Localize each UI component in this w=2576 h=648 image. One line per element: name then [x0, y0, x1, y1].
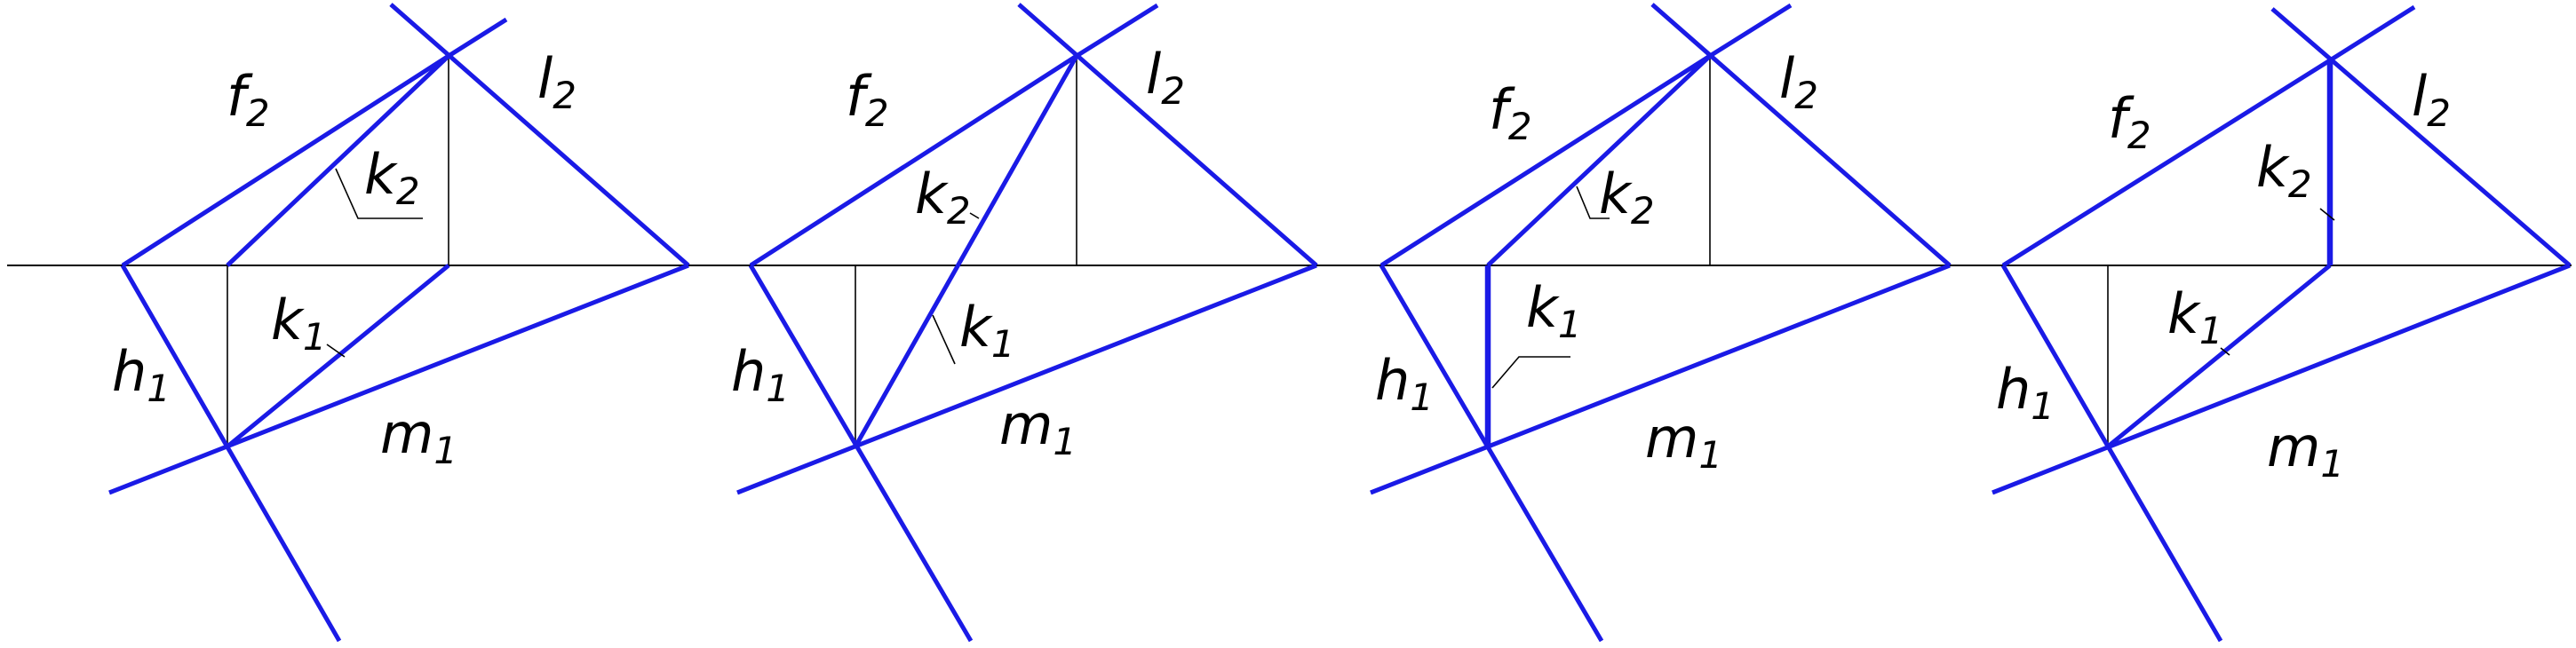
label-f2: f2	[1489, 77, 1532, 148]
label-h1: h1	[1996, 357, 2055, 428]
label-m1: m1	[2267, 415, 2344, 486]
label-k1: k1	[959, 295, 1015, 366]
label-f2: f2	[846, 64, 889, 135]
line-f2-extension	[1075, 3, 1159, 59]
line-l2	[2270, 7, 2572, 267]
leader-k2	[969, 212, 980, 219]
label-h1: h1	[731, 339, 790, 410]
label-m1: m1	[999, 392, 1077, 463]
line-f2-extension	[2328, 4, 2416, 63]
panel-4: f2 l2 k2 k1 h1 m1	[1992, 4, 2572, 643]
line-m1	[1992, 263, 2571, 495]
line-l2	[1017, 3, 1318, 267]
line-f2-extension	[447, 17, 508, 59]
label-l2: l2	[537, 46, 576, 117]
line-h1	[120, 264, 342, 643]
panel-2: f2 l2 k2 k1 h1 m1	[731, 3, 1318, 643]
label-k2: k2	[915, 162, 971, 233]
line-k2	[1486, 54, 1712, 267]
line-f2	[1379, 53, 1712, 268]
line-f2	[749, 53, 1078, 268]
line-f2-extension	[1708, 3, 1793, 59]
label-m1: m1	[1645, 406, 1722, 477]
line-k2	[226, 54, 450, 267]
leader-k1	[932, 314, 956, 365]
label-h1: h1	[1375, 348, 1434, 419]
label-l2: l2	[2412, 64, 2451, 135]
line-f2	[2001, 58, 2332, 268]
label-k2: k2	[364, 142, 420, 213]
leader-k2	[2319, 208, 2335, 221]
line-k1	[226, 264, 450, 448]
line-f2	[121, 53, 450, 268]
label-m1: m1	[380, 401, 457, 472]
line-h1	[748, 264, 974, 643]
leader-k2	[335, 168, 423, 219]
line-k1	[2106, 264, 2332, 448]
panel-1: f2 l2 k2 k1 h1 m1	[108, 3, 690, 643]
label-l2: l2	[1146, 42, 1185, 113]
line-l2	[389, 3, 690, 267]
panel-3: f2 l2 k2 k1 h1 m1	[1370, 3, 1952, 643]
label-k1: k1	[2167, 281, 2223, 352]
line-h1	[1379, 264, 1604, 643]
leader-k1	[1491, 356, 1570, 389]
label-k2: k2	[1599, 162, 1655, 233]
label-h1: h1	[112, 339, 171, 410]
line-h1	[2000, 264, 2223, 643]
line-k2	[853, 54, 1079, 448]
leader-k2	[1576, 186, 1610, 219]
line-l2	[1650, 3, 1952, 267]
label-f2: f2	[227, 64, 270, 135]
label-f2: f2	[2108, 86, 2151, 157]
leader-k1	[2220, 347, 2230, 356]
line-m1	[736, 263, 1317, 495]
label-k2: k2	[2256, 135, 2312, 206]
line-m1	[1370, 263, 1951, 495]
line-m1	[108, 263, 689, 495]
label-l2: l2	[1779, 46, 1818, 117]
label-k1: k1	[271, 288, 327, 359]
label-k1: k1	[1526, 275, 1582, 346]
leader-k1	[326, 344, 346, 358]
